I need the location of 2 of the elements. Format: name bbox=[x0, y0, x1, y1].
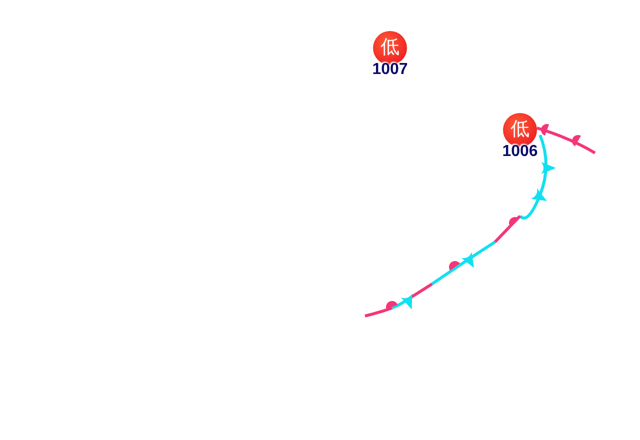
pressure-value: 1006 bbox=[501, 144, 539, 160]
pressure-value: 1007 bbox=[371, 62, 409, 78]
